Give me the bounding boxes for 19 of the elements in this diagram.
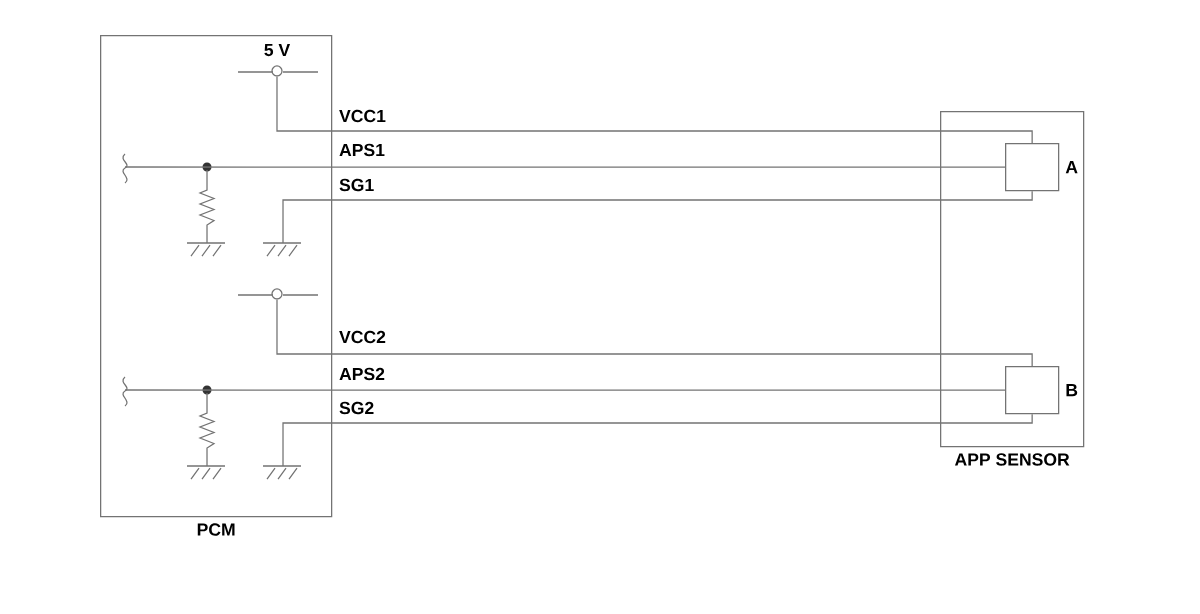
wire bbox=[282, 413, 1033, 467]
voltage-label: 5 V bbox=[264, 43, 291, 57]
wire bbox=[282, 190, 1033, 244]
wire bbox=[124, 166, 1006, 168]
wire-label: APS2 bbox=[337, 366, 387, 382]
node-label: APP SENSOR bbox=[954, 453, 1070, 466]
wire bbox=[124, 389, 1006, 391]
node-label: A bbox=[1065, 161, 1078, 174]
wire-label: SG2 bbox=[337, 400, 376, 416]
wire bbox=[276, 299, 1033, 367]
wire-label: SG1 bbox=[337, 177, 376, 193]
node-label: B bbox=[1066, 384, 1078, 397]
sensor-element-box: B bbox=[1005, 366, 1078, 415]
wire bbox=[276, 76, 1033, 144]
wire-label: VCC2 bbox=[337, 329, 388, 345]
wire-label: APS1 bbox=[337, 142, 387, 158]
node-label: PCM bbox=[197, 523, 235, 536]
wire-label: VCC1 bbox=[337, 108, 388, 124]
sensor-element-box: A bbox=[1005, 143, 1078, 192]
